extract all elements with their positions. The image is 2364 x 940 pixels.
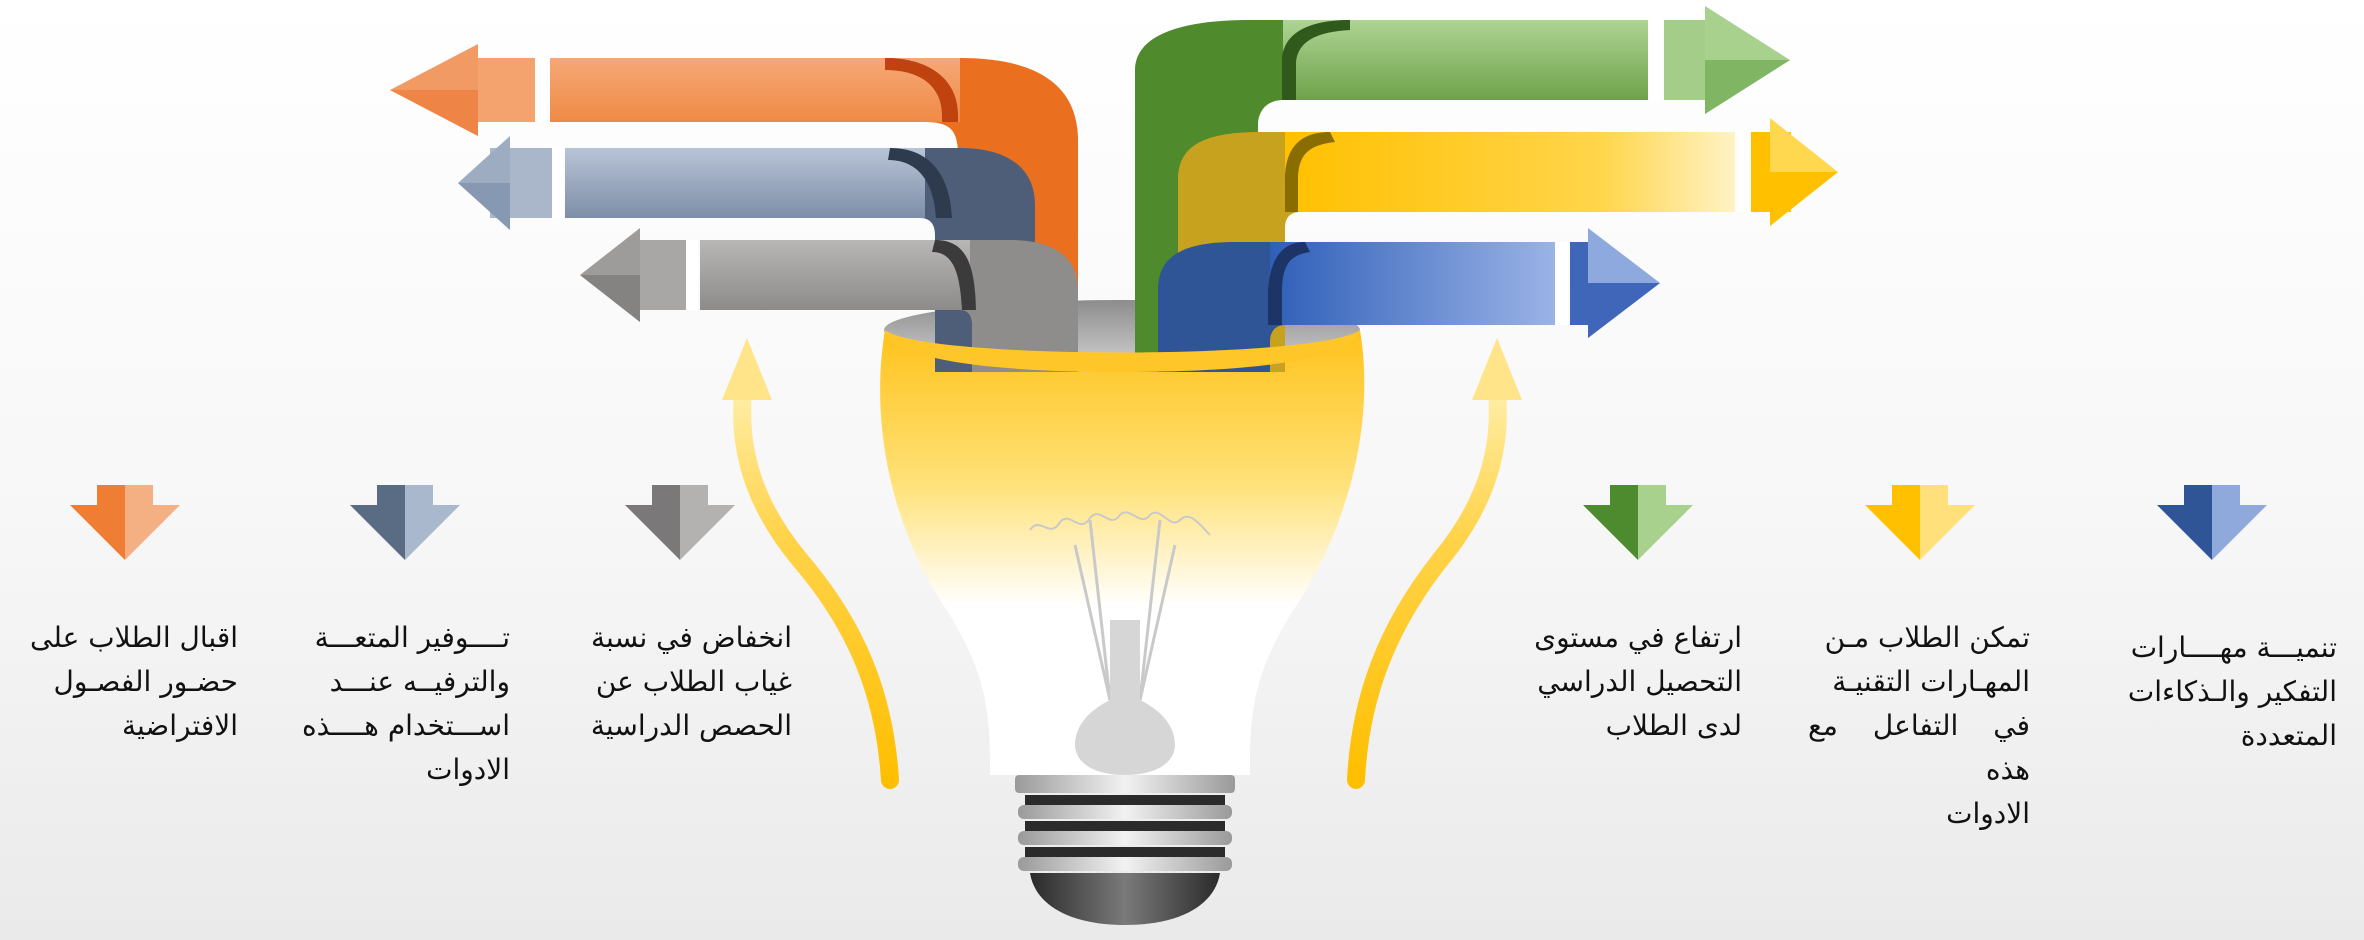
- down-arrow-icon: [1865, 485, 1975, 560]
- item-label-yellow: تمكن الطلاب مـن المهـارات التقنيـة في ال…: [1808, 621, 2030, 830]
- down-arrow-icon: [350, 485, 460, 560]
- bulb-rim: [885, 330, 1360, 372]
- item-label-green: ارتفاع في مستوى التحصيل الدراسي لدى الطل…: [1534, 621, 1742, 742]
- item-label-orange: اقبال الطلاب على حضـور الفصـول الافتراضي…: [30, 621, 238, 742]
- down-arrow-icon: [625, 485, 735, 560]
- item-label-slate: تــــوفير المتعـــة والترفيــه عنـــد اس…: [301, 621, 510, 786]
- slate-pipe-arrow-icon: [458, 136, 1035, 372]
- down-arrow-icon: [1583, 485, 1693, 560]
- blue-pipe-arrow-icon: [1158, 228, 1660, 372]
- curved-up-arrow-icon: [722, 338, 899, 789]
- gray-pipe-arrow-icon: [580, 228, 1078, 372]
- curved-up-arrow-icon: [1347, 338, 1522, 789]
- down-arrow-icon: [2157, 485, 2267, 560]
- item-label-blue: تنميـــة مهــــارات التفكير والـذكاءات ا…: [2127, 631, 2337, 752]
- green-pipe-arrow-icon: [1135, 6, 1790, 372]
- yellow-pipe-arrow-icon: [1178, 118, 1838, 372]
- down-arrow-icon: [70, 485, 180, 560]
- item-label-gray: انخفاض في نسبة غياب الطلاب عن الحصص الدر…: [590, 621, 792, 742]
- bulb-base-icon: [1015, 775, 1235, 925]
